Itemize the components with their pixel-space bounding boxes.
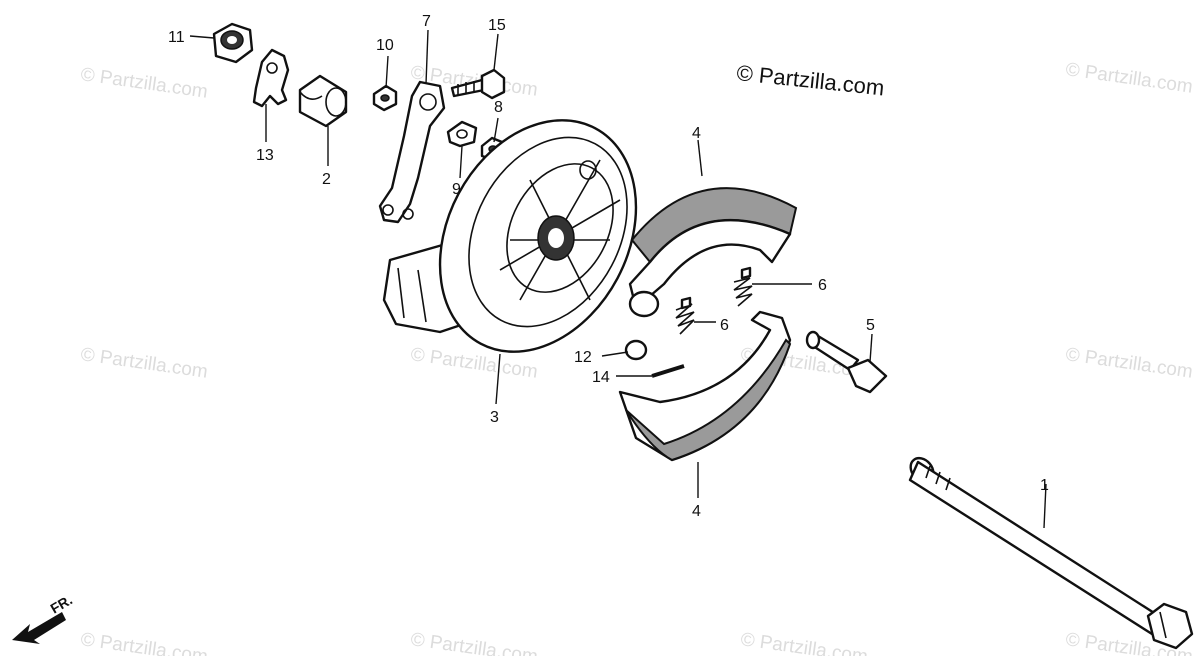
part-13-plate: [252, 48, 290, 108]
part-3-brake-panel: [382, 119, 638, 353]
callout-9: 9: [452, 181, 461, 198]
callout-14: 14: [592, 369, 610, 386]
watermark: © Partzilla.com: [79, 344, 209, 383]
callout-11: 11: [168, 29, 185, 46]
front-indicator: FR.: [12, 591, 75, 644]
part-6-spring-upper: [733, 266, 753, 307]
callout-3: 3: [490, 409, 499, 426]
callout-4-lower: 4: [692, 503, 701, 520]
callout-6-lower: 6: [720, 317, 729, 334]
callout-2: 2: [322, 171, 331, 188]
watermark: © Partzilla.com: [409, 629, 539, 656]
callout-labels: 11 13 2 7 10 15 8 9 3 4 4 6 6 5 12 14 1: [168, 13, 1049, 520]
front-arrow-icon: [12, 612, 66, 644]
watermark: © Partzilla.com: [1064, 59, 1194, 98]
watermark: © Partzilla.com: [79, 629, 209, 656]
callout-5: 5: [866, 317, 875, 334]
part-1-axle: [908, 456, 1194, 650]
callout-10: 10: [376, 37, 394, 54]
part-5-cam: [805, 330, 888, 394]
callout-15: 15: [488, 17, 506, 34]
part-6-spring-lower: [675, 296, 695, 335]
callout-7: 7: [422, 13, 431, 30]
callout-4-upper: 4: [692, 125, 701, 142]
part-12-washer: [624, 339, 648, 361]
part-7-brake-arm: [378, 80, 446, 224]
front-label: FR.: [48, 591, 76, 616]
part-4-shoe-lower: [618, 310, 792, 462]
leader-lines: [189, 29, 1047, 529]
part-10-nut: [372, 84, 398, 112]
part-11-nut: [212, 22, 254, 64]
part-14-pin: [651, 364, 685, 378]
copyright-label: © Partzilla.com: [735, 60, 885, 100]
callout-8: 8: [494, 99, 503, 116]
watermark: © Partzilla.com: [739, 629, 869, 656]
part-2-collar: [298, 74, 348, 128]
watermark: © Partzilla.com: [79, 64, 209, 103]
callout-13: 13: [256, 147, 274, 164]
callout-12: 12: [574, 349, 592, 366]
callout-1: 1: [1040, 477, 1049, 494]
callout-6-upper: 6: [818, 277, 827, 294]
part-4-shoe-upper: [628, 187, 798, 318]
part-9-washer: [446, 120, 478, 148]
watermark: © Partzilla.com: [1064, 344, 1194, 383]
